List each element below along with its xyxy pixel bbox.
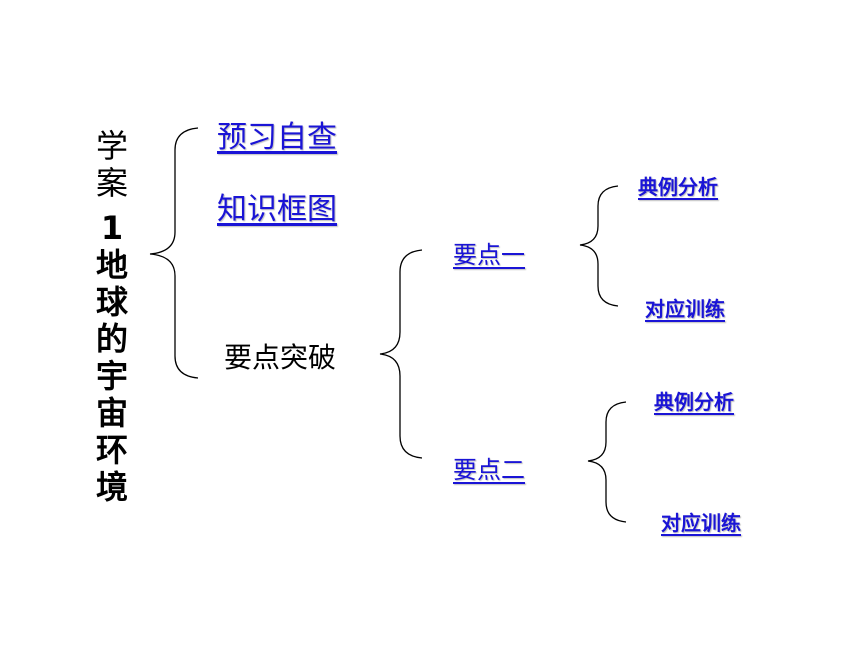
- title-char: 案: [95, 164, 128, 202]
- point1-practice-link[interactable]: 对应训练: [645, 297, 725, 321]
- title-char: 环: [95, 431, 128, 469]
- title-char: 宇: [95, 357, 128, 395]
- point1-brace: [579, 185, 619, 307]
- point1-example-link[interactable]: 典例分析: [638, 175, 718, 199]
- point2-link[interactable]: 要点二: [453, 456, 525, 484]
- key-points-brace: [379, 249, 423, 459]
- title-char: 宙: [95, 394, 128, 432]
- main-brace: [149, 127, 199, 379]
- title-char: 境: [95, 468, 128, 506]
- preview-link[interactable]: 预习自查: [217, 120, 337, 155]
- title-char: 学: [95, 127, 128, 165]
- point2-practice-link[interactable]: 对应训练: [661, 511, 741, 535]
- key-points-label: 要点突破: [224, 341, 337, 374]
- title-char: 1: [100, 209, 124, 247]
- title-lead: 学案: [92, 128, 132, 202]
- point1-link[interactable]: 要点一: [453, 241, 525, 269]
- point2-brace: [587, 401, 627, 523]
- title-char: 球: [95, 283, 128, 321]
- title-char: 的: [95, 320, 128, 358]
- knowledge-map-link[interactable]: 知识框图: [217, 192, 337, 227]
- point2-example-link[interactable]: 典例分析: [654, 390, 734, 414]
- title-char: 地: [95, 246, 128, 284]
